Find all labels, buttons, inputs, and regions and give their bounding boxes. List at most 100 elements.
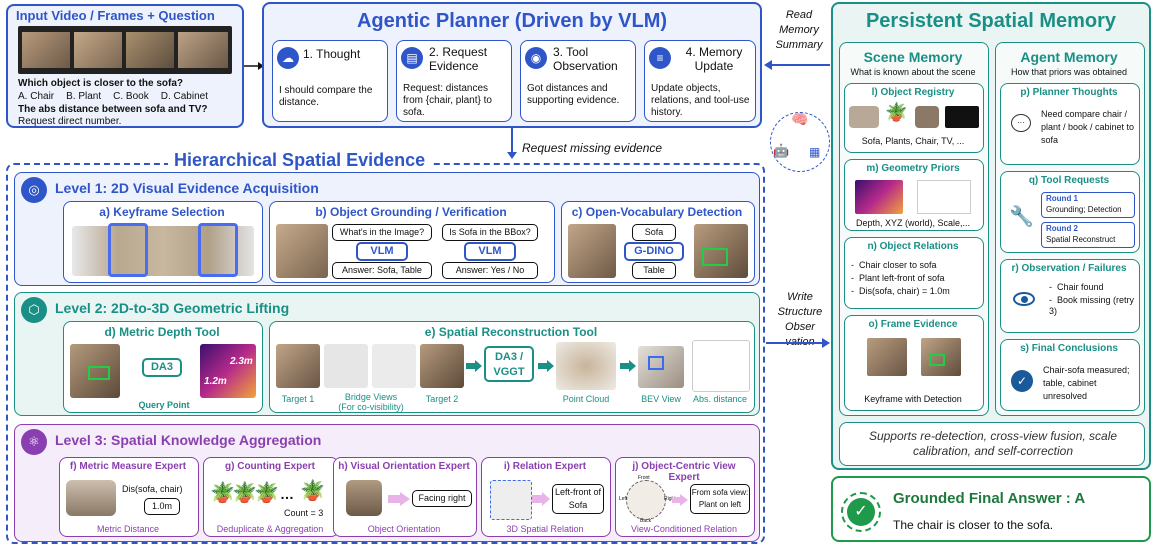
question-2-sub: Request direct number. [18,116,122,127]
agent-title: Agent Memory [1020,49,1118,65]
observation-item-1: - Chair found [1049,282,1104,292]
frame-body: Keyframe with Detection [864,394,962,404]
depth-map [200,344,256,398]
cube-icon: ⬡ [21,297,47,323]
relation-title: i) Relation Expert [503,461,587,472]
relation-image [490,480,532,520]
vggt-label: DA3 / VGGT [493,351,525,378]
step-body: I should compare the distance. [279,85,373,108]
depth-bbox [88,366,110,380]
level1-title: Level 1: 2D Visual Evidence Acquisition [55,180,319,196]
answer-check-ring [841,492,881,532]
film-strip [18,26,232,74]
bev-bbox [648,356,664,370]
arrow-input-to-planner [244,62,264,70]
brain-icon: 🧠 [791,111,809,127]
arrow-orientation [388,492,410,506]
step-title: 2. Request Evidence [429,45,488,73]
conclusions-title: s) Final Conclusions [1020,343,1118,354]
planner-panel: Agentic Planner (Driven by VLM) ☁ 1. Tho… [262,2,762,128]
point-cloud-image [556,342,616,390]
arrow-to-vggt [466,360,482,372]
object-view-footer: View-Conditioned Relation [631,524,737,534]
metric-expression: Dis(sofa, chair) [122,484,183,494]
orientation-output: Facing right [412,490,472,507]
round-2-body: Spatial Reconstruct [1046,235,1116,244]
thoughts-title: p) Planner Thoughts [1020,87,1118,98]
memory-panel: Persistent Spatial Memory Scene Memory W… [831,2,1151,470]
frame-title: o) Frame Evidence [868,319,958,330]
relation-footer: 3D Spatial Relation [506,524,584,534]
grounding-a1: Answer: Sofa, Table [332,262,432,279]
step-title: 1. Thought [303,47,361,61]
eye-icon: ◉ [525,47,547,69]
registry-title: l) Object Registry [871,87,955,98]
agent-sub: How that priors was obtained [1010,67,1128,77]
view-left-label: Left [619,496,628,502]
bev-label: BEV View [641,394,681,404]
planner-title: Agentic Planner (Driven by VLM) [356,10,668,32]
tv-thumb [945,106,979,128]
round-2-label: Round 2 [1046,224,1078,233]
grounding-title: b) Object Grounding / Verification [315,205,507,219]
round-2: Round 2 Spatial Reconstruct [1041,222,1135,248]
step-body: Request: distances from {chair, plant} t… [403,83,492,118]
document-icon: ▤ [401,47,423,69]
frame-thumb-1 [867,338,907,376]
database-icon: ≡ [649,47,671,69]
tool-requests-title: q) Tool Requests [1028,175,1110,186]
orientation-title: h) Visual Orientation Expert [338,461,470,472]
scene-sub: What is known about the scene [850,67,976,77]
request-missing-label: Request missing evidence [522,141,663,155]
relations-title: n) Object Relations [867,241,959,252]
thoughts-body: Need compare chair / plant / book / cabi… [1041,109,1135,145]
object-relations: n) Object Relations - Chair closer to so… [844,237,984,309]
counting-footer: Deduplicate & Aggregation [216,524,324,534]
memory-title: Persistent Spatial Memory [865,10,1117,32]
conclusions-body: Chair-sofa measured; table, cabinet unre… [1043,365,1130,401]
grounding-q2: Is Sofa in the BBox? [442,224,538,241]
planner-thoughts: p) Planner Thoughts ··· Need compare cha… [1000,83,1140,165]
detection-sofa: Sofa [632,224,676,241]
detection-bbox [702,248,728,266]
arrow-evidence-to-memory [766,338,830,348]
option-c: C. Book [113,91,149,102]
keyframe-highlight-1 [108,223,148,277]
memory-footer-text: Supports re-detection, cross-view fusion… [868,429,1118,458]
eye-memory-icon [1013,292,1035,306]
answer-title: Grounded Final Answer : A [893,490,1086,507]
read-memory-label: Read Memory Summary [775,9,823,51]
final-conclusions: s) Final Conclusions ✓ Chair-sofa measur… [1000,339,1140,411]
option-a: A. Chair [18,91,55,102]
detection-input-image [568,224,616,278]
chair-image [346,480,382,516]
scene-memory: Scene Memory What is known about the sce… [839,42,989,416]
spatial-reconstruction-tool: e) Spatial Reconstruction Tool Target 1 … [269,321,755,413]
grounding-image [276,224,328,278]
step-thought: ☁ 1. Thought I should compare the distan… [272,40,388,122]
round-1-label: Round 1 [1046,194,1078,203]
arrow-to-cloud [538,360,554,372]
arrow-relation [532,492,550,506]
gdino-badge: G-DINO [624,242,684,261]
chair-thumb [915,106,939,128]
object-grounding: b) Object Grounding / Verification What'… [269,201,555,283]
target1-image [276,344,320,388]
keyframe-title: a) Keyframe Selection [99,205,225,219]
object-registry: l) Object Registry 🪴 Sofa, Plants, Chair… [844,83,984,153]
visual-orientation-expert: h) Visual Orientation Expert Facing righ… [333,457,477,537]
step-request-evidence: ▤ 2. Request Evidence Request: distances… [396,40,512,122]
relation-expert: i) Relation Expert Left-front of Sofa 3D… [481,457,611,537]
grounding-a2: Answer: Yes / No [442,262,538,279]
geometry-body: Depth, XYZ (world), Scale,... [855,218,971,228]
depth-thumb [855,180,903,214]
wrench-icon: 🔧 [1009,206,1034,228]
arrow-view [672,494,688,506]
observation-item-2: - Book missing (retry 3) [1049,295,1135,316]
depth-input-image [70,344,120,398]
step-body: Got distances and supporting evidence. [527,83,620,106]
sofa-thumb [849,106,879,128]
counting-expert: g) Counting Expert 🪴 🪴 🪴 … 🪴 Count = 3 D… [203,457,339,537]
relation-output: Left-front of Sofa [552,484,604,514]
bev-image [638,346,684,388]
